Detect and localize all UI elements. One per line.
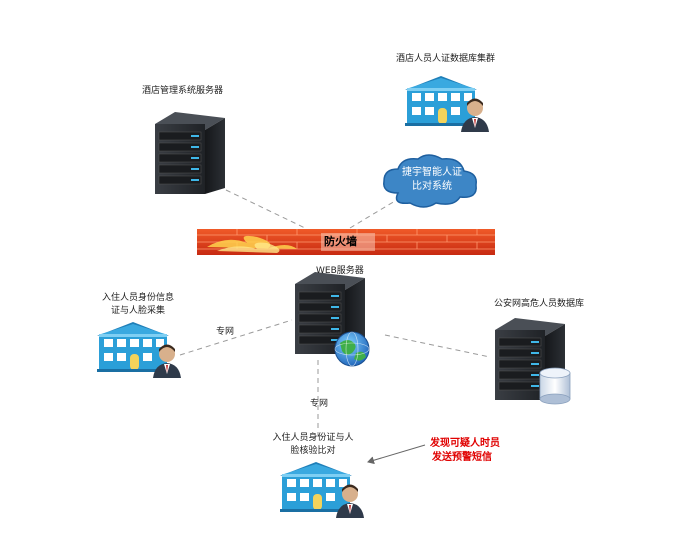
checkin-verify-line2: 脸核验比对	[290, 446, 336, 456]
hotel-db-building-icon	[405, 76, 489, 132]
police-db-label: 公安网高危人员数据库	[494, 299, 585, 309]
globe-icon	[334, 331, 370, 367]
jieyu-system-line1: 捷宇智能人证	[402, 167, 462, 178]
firewall-label: 防火墙	[324, 235, 357, 248]
private-net-bottom-label: 专网	[310, 399, 329, 409]
private-net-left-label: 专网	[216, 327, 235, 337]
jieyu-system-label: 捷宇智能人证 比对系统	[392, 166, 472, 194]
alert-line2: 发送预警短信	[432, 452, 492, 463]
checkin-collection-label: 入住人员身份信息 证与人脸采集	[83, 292, 193, 318]
alert-arrow	[367, 444, 426, 465]
checkin-collection-line2: 证与人脸采集	[110, 306, 165, 316]
checkin-verify-building-icon	[280, 462, 364, 518]
checkin-collection-building-icon	[97, 322, 181, 378]
checkin-verify-line1: 入住人员身份证与人	[272, 433, 354, 443]
jieyu-system-cloud-icon	[383, 154, 477, 208]
firewall-icon	[197, 229, 495, 255]
web-server-label: WEB服务器	[316, 266, 364, 276]
hotel-server-icon	[154, 111, 226, 195]
alert-line1: 发现可疑人时员	[430, 438, 500, 449]
database-cylinder-icon	[539, 367, 571, 405]
checkin-collection-line1: 入住人员身份信息	[101, 293, 174, 303]
hotel-server-label: 酒店管理系统服务器	[142, 86, 224, 96]
connection-lines	[179, 189, 491, 438]
hotel-db-cluster-label: 酒店人员人证数据库集群	[396, 54, 496, 64]
checkin-verify-label: 入住人员身份证与人 脸核验比对	[253, 432, 373, 458]
jieyu-system-line2: 比对系统	[412, 181, 452, 192]
alert-message: 发现可疑人时员 发送预警短信	[430, 437, 500, 465]
